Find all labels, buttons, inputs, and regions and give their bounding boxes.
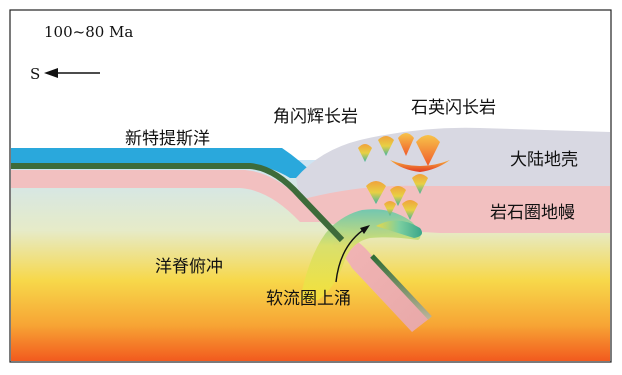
- label-lithospheric-mantle: 岩石圈地幔: [490, 203, 575, 223]
- age-label: 100~80 Ma: [44, 23, 133, 41]
- label-hornblende-gabbro: 角闪辉长岩: [273, 107, 358, 127]
- melt-pool: [390, 160, 450, 172]
- direction-label: S: [30, 65, 40, 83]
- quartz-diorite-melts: [398, 133, 440, 166]
- south-arrowhead: [44, 68, 58, 78]
- subducting-slab: [332, 232, 430, 332]
- label-continental-crust: 大陆地壳: [510, 150, 578, 170]
- label-asthenosphere-upwelling: 软流圈上涌: [266, 289, 351, 309]
- upwelling-arrow: [335, 227, 367, 283]
- slab-upper-crust: [370, 254, 432, 320]
- melt-mixing-zone: [376, 220, 422, 238]
- oceanic-crust-line: [11, 163, 345, 243]
- label-quartz-diorite: 石英闪长岩: [411, 98, 496, 118]
- oceanic-lithosphere: [11, 170, 322, 222]
- hornblende-gabbro-melts: [358, 136, 428, 220]
- asthenosphere-upwelling-plume: [300, 209, 421, 300]
- label-ridge-subduction: 洋脊俯冲: [155, 257, 223, 277]
- upwelling-arrowhead: [360, 225, 370, 234]
- label-neo-tethys-ocean: 新特提斯洋: [125, 129, 210, 149]
